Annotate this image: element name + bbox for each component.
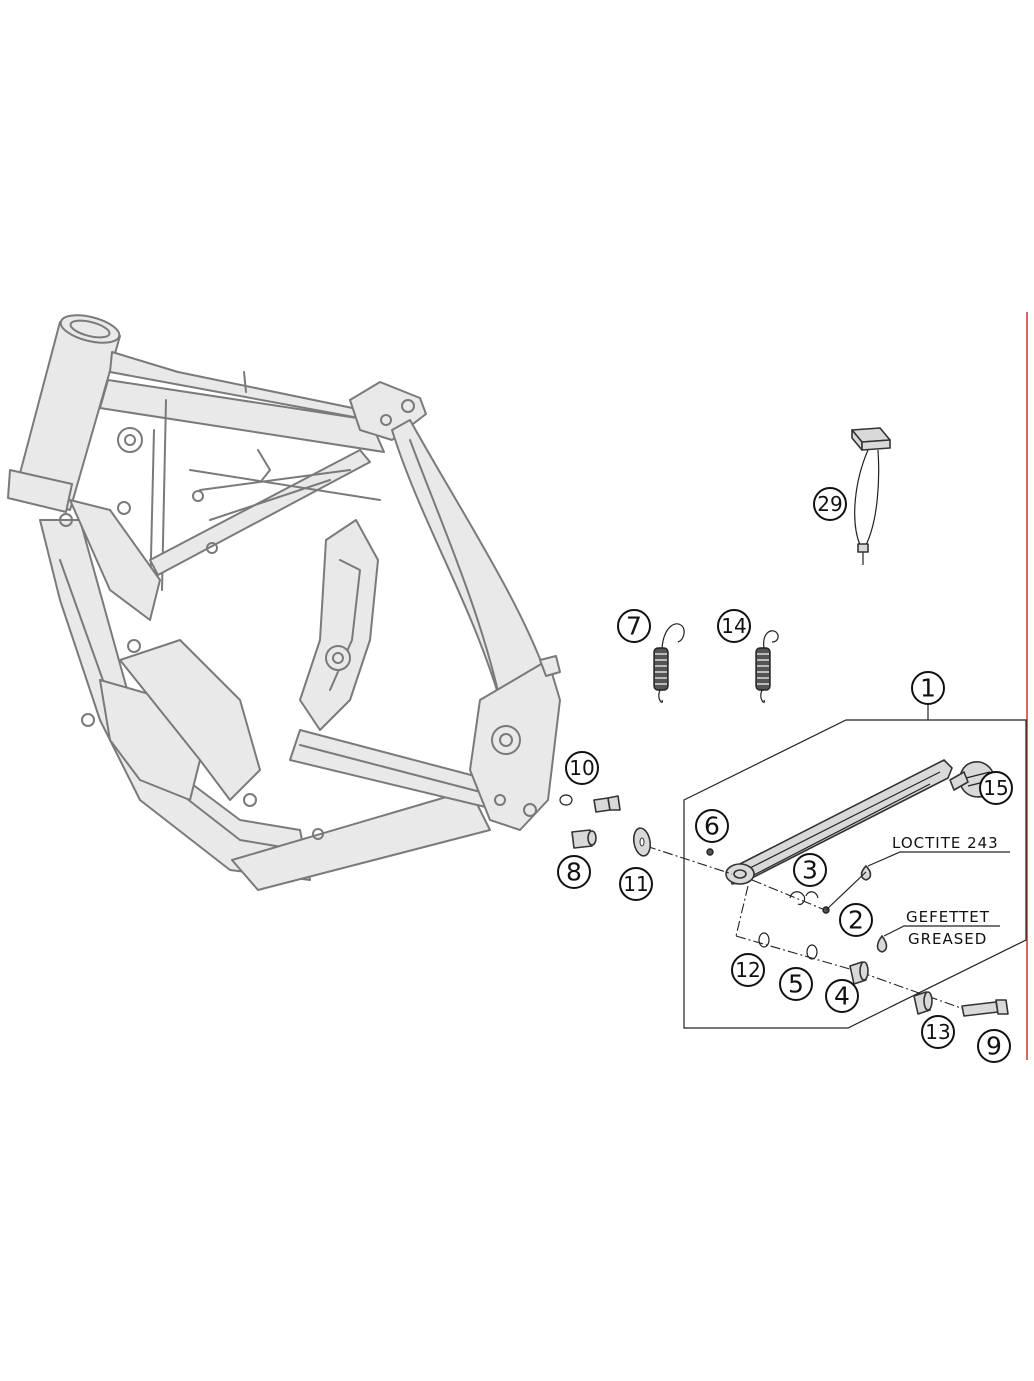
note-greased-en: GREASED: [908, 930, 987, 948]
callout-12: 12: [731, 953, 765, 987]
callout-11: 11: [619, 867, 653, 901]
callout-13: 13: [921, 1015, 955, 1049]
motorcycle-frame: [7, 314, 561, 891]
callout-29: 29: [813, 487, 847, 521]
callout-4: 4: [825, 979, 859, 1013]
callout-5-label: 5: [788, 970, 804, 999]
callout-29-label: 29: [817, 492, 842, 516]
note-loctite: LOCTITE 243: [892, 834, 999, 852]
callout-1-label: 1: [920, 674, 936, 703]
callout-12-label: 12: [735, 958, 760, 982]
small-hardware: [559, 794, 1009, 1017]
note-leaders: [825, 851, 1010, 937]
callout-1: 1: [911, 671, 945, 705]
callout-14-label: 14: [721, 614, 746, 638]
callout-5: 5: [779, 967, 813, 1001]
callout-3: 3: [793, 853, 827, 887]
callout-6-label: 6: [704, 812, 720, 841]
callout-7: 7: [617, 609, 651, 643]
callout-2: 2: [839, 903, 873, 937]
callout-9-label: 9: [986, 1032, 1002, 1061]
note-greased-de: GEFETTET: [906, 908, 990, 926]
callout-13-label: 13: [925, 1020, 950, 1044]
callout-15-label: 15: [983, 776, 1008, 800]
spring-part-14: [755, 630, 779, 703]
spring-part-7: [653, 623, 685, 703]
side-stand-assembly: [683, 702, 1027, 1029]
callout-11-label: 11: [623, 872, 648, 896]
callout-14: 14: [717, 609, 751, 643]
callout-7-label: 7: [626, 612, 642, 641]
stand-tool-part-29: [851, 427, 891, 565]
callout-10-label: 10: [569, 756, 594, 780]
callout-8-label: 8: [566, 858, 582, 887]
callout-10: 10: [565, 751, 599, 785]
callout-2-label: 2: [848, 906, 864, 935]
callout-4-label: 4: [834, 982, 850, 1011]
callout-6: 6: [695, 809, 729, 843]
callout-15: 15: [979, 771, 1013, 805]
callout-9: 9: [977, 1029, 1011, 1063]
callout-3-label: 3: [802, 856, 818, 885]
callout-8: 8: [557, 855, 591, 889]
